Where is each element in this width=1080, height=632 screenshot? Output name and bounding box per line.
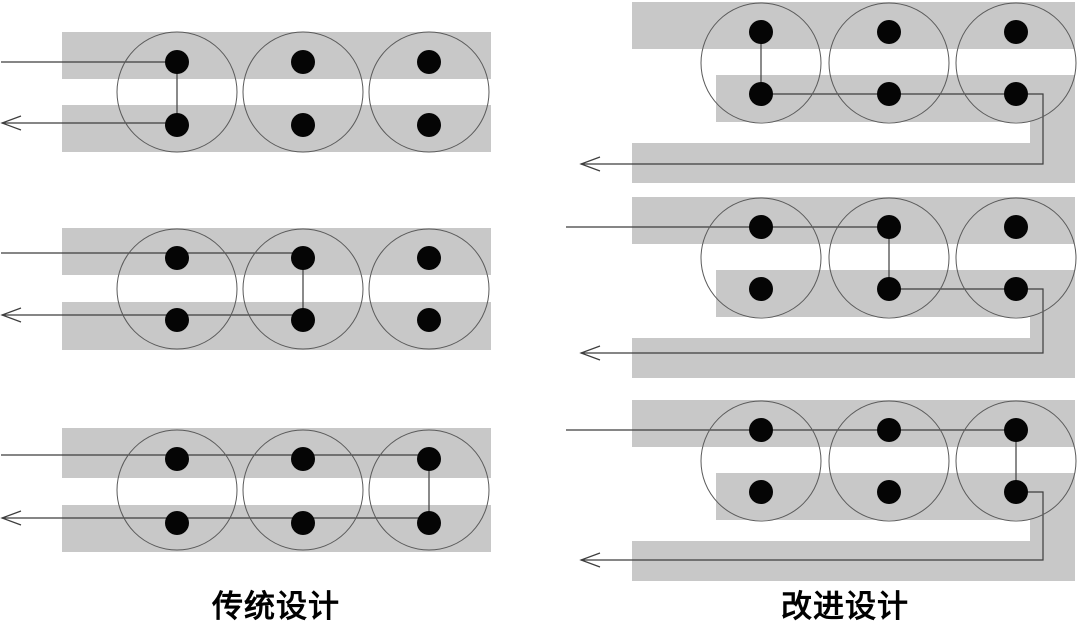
- conductor-bar-return: [632, 541, 1075, 581]
- wire-pair-circle: [116, 31, 238, 153]
- conductor-dot: [291, 113, 315, 137]
- wire-pair-circle: [955, 2, 1077, 124]
- conductor-dot: [165, 50, 189, 74]
- wire-pair-circle: [700, 400, 822, 522]
- label-improved-design: 改进设计: [781, 589, 909, 624]
- conductor-dot: [1004, 20, 1028, 44]
- conductor-dot: [291, 50, 315, 74]
- conductor-bar-return: [632, 338, 1075, 378]
- wire-pair-circle: [116, 228, 238, 350]
- conductor-dot: [417, 113, 441, 137]
- conductor-dot: [417, 511, 441, 535]
- conductor-dot: [165, 308, 189, 332]
- out-line-serpentine: [581, 491, 1044, 561]
- conductor-bar-top: [632, 197, 1075, 244]
- improved-design: [566, 2, 1077, 581]
- conductor-dot: [749, 418, 773, 442]
- conductor-dot: [1004, 82, 1028, 106]
- out-line-serpentine: [581, 93, 1044, 165]
- winding-row: [0, 31, 491, 153]
- conductor-dot: [291, 308, 315, 332]
- conductor-bar-right-connector: [1030, 122, 1075, 143]
- conductor-dot: [877, 215, 901, 239]
- winding-row: [0, 228, 491, 350]
- conductor-dot: [877, 418, 901, 442]
- arrow-head-left: [0, 510, 22, 526]
- conductor-dot: [749, 215, 773, 239]
- wire-pair-circle: [242, 228, 364, 350]
- wire-pair-circle: [828, 400, 950, 522]
- conductor-dot: [749, 480, 773, 504]
- wire-pair-circle: [828, 2, 950, 124]
- winding-row: [566, 197, 1077, 378]
- wire-pair-circle: [242, 429, 364, 551]
- arrow-head-left: [0, 115, 22, 131]
- conductor-dot: [749, 277, 773, 301]
- conductor-dot: [1004, 277, 1028, 301]
- winding-row: [0, 428, 491, 552]
- wire-pair-circle: [955, 197, 1077, 319]
- conductor-dot: [165, 113, 189, 137]
- wire-pair-circle: [368, 31, 490, 153]
- conductor-bar-top: [632, 2, 1075, 49]
- conductor-dot: [165, 511, 189, 535]
- out-line-serpentine: [581, 288, 1044, 354]
- conductor-dot: [1004, 480, 1028, 504]
- wire-pair-circle: [368, 228, 490, 350]
- conductor-dot: [877, 277, 901, 301]
- arrow-head-left: [579, 552, 601, 568]
- conductor-dot: [877, 20, 901, 44]
- conductor-dot: [877, 82, 901, 106]
- conductor-bar-right-connector: [1030, 317, 1075, 338]
- conductor-dot: [1004, 418, 1028, 442]
- label-traditional-design: 传统设计: [212, 589, 340, 624]
- conductor-dot: [417, 447, 441, 471]
- conductor-dot: [165, 246, 189, 270]
- wire-pair-circle: [828, 197, 950, 319]
- wire-pair-circle: [368, 429, 490, 551]
- conductor-dot: [749, 20, 773, 44]
- arrow-head-left: [579, 345, 601, 361]
- conductor-bar-top: [632, 400, 1075, 447]
- wire-pair-circle: [116, 429, 238, 551]
- arrow-head-left: [0, 307, 22, 323]
- conductor-dot: [291, 246, 315, 270]
- wire-pair-circle: [700, 2, 822, 124]
- wire-pair-circle: [700, 197, 822, 319]
- conductor-bar-return: [632, 143, 1075, 183]
- conductor-dot: [291, 511, 315, 535]
- arrow-head-left: [579, 156, 601, 172]
- winding-row: [579, 2, 1077, 183]
- conductor-dot: [165, 447, 189, 471]
- conductor-dot: [417, 308, 441, 332]
- traditional-design: [0, 31, 491, 552]
- conductor-dot: [417, 246, 441, 270]
- conductor-dot: [417, 50, 441, 74]
- wire-pair-circle: [242, 31, 364, 153]
- conductor-dot: [1004, 215, 1028, 239]
- wire-pair-circle: [955, 400, 1077, 522]
- conductor-dot: [291, 447, 315, 471]
- conductor-dot: [877, 480, 901, 504]
- winding-row: [566, 400, 1077, 581]
- conductor-bar-right-connector: [1030, 520, 1075, 541]
- conductor-dot: [749, 82, 773, 106]
